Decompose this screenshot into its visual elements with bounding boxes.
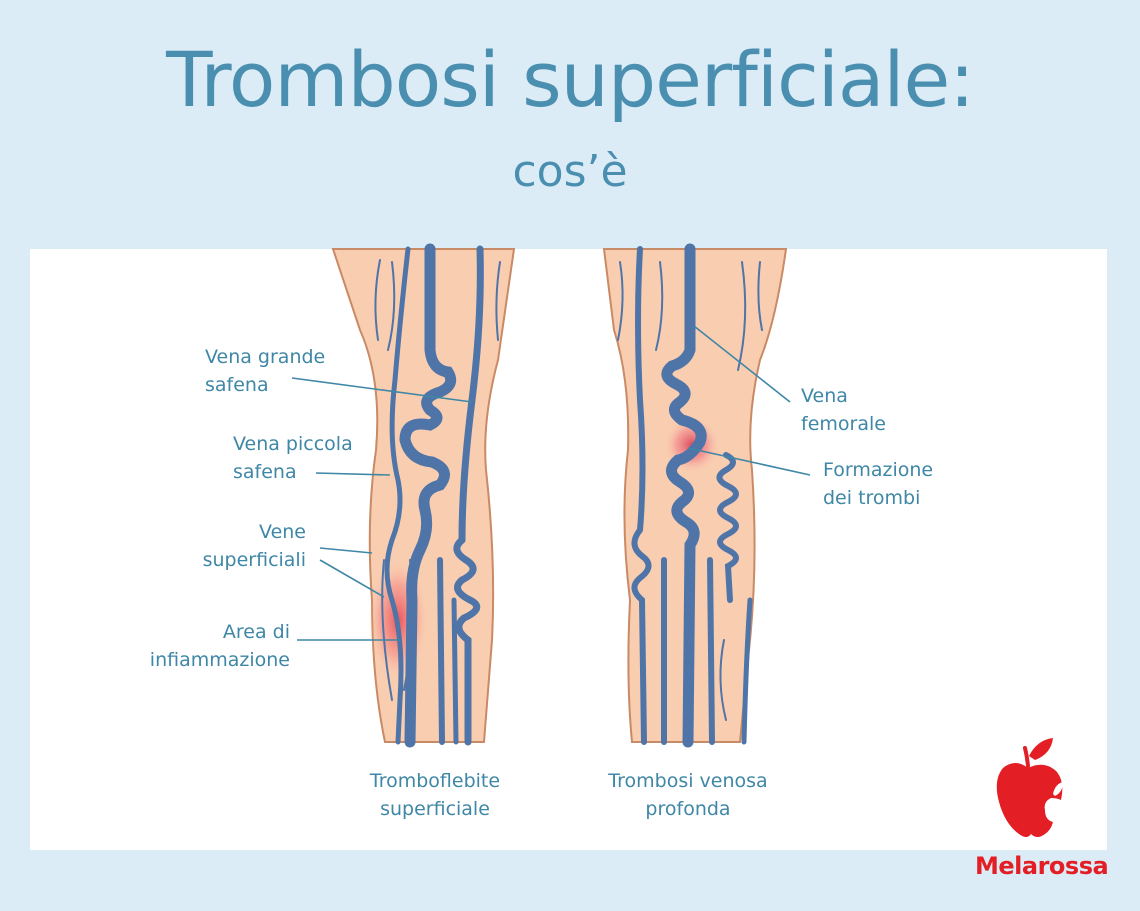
label-line: femorale — [801, 413, 886, 435]
brand-name: Melarossa — [975, 852, 1109, 880]
label-vena-grande-safena: Vena grande safena — [205, 343, 325, 399]
caption-trombosi-venosa-profonda: Trombosi venosa profonda — [598, 767, 778, 823]
caption-line: profonda — [645, 798, 731, 820]
right-leg — [602, 243, 788, 748]
label-line: Vena grande — [205, 346, 326, 368]
label-vena-femorale: Vena femorale — [801, 382, 886, 438]
caption-line: superficiale — [380, 798, 490, 820]
label-vene-superficiali: Vene superficiali — [196, 518, 306, 574]
label-area-di-infiammazione: Area di infiammazione — [140, 618, 290, 674]
label-line: Vene — [259, 521, 306, 543]
label-leader-lines — [291, 325, 811, 641]
label-line: Formazione — [823, 459, 934, 481]
left-leg — [331, 243, 516, 748]
label-line: safena — [205, 374, 269, 396]
label-vena-piccola-safena: Vena piccola safena — [233, 430, 353, 486]
label-line: Vena piccola — [233, 433, 353, 455]
label-line: safena — [233, 461, 297, 483]
caption-line: Tromboflebite — [369, 770, 501, 792]
label-line: Area di — [222, 621, 290, 643]
label-line: Vena — [801, 385, 848, 407]
page-title: Trombosi superficiale: — [166, 35, 975, 124]
label-line: infiammazione — [149, 649, 290, 671]
label-line: dei trombi — [823, 487, 921, 509]
page-subtitle: cos’è — [512, 146, 628, 197]
label-formazione-dei-trombi: Formazione dei trombi — [823, 456, 933, 512]
caption-line: Trombosi venosa — [608, 770, 768, 792]
label-line: superficiali — [202, 549, 306, 571]
illustration-panel — [30, 249, 1107, 850]
caption-tromboflebite-superficiale: Tromboflebite superficiale — [345, 767, 525, 823]
apple-icon — [996, 738, 1063, 837]
